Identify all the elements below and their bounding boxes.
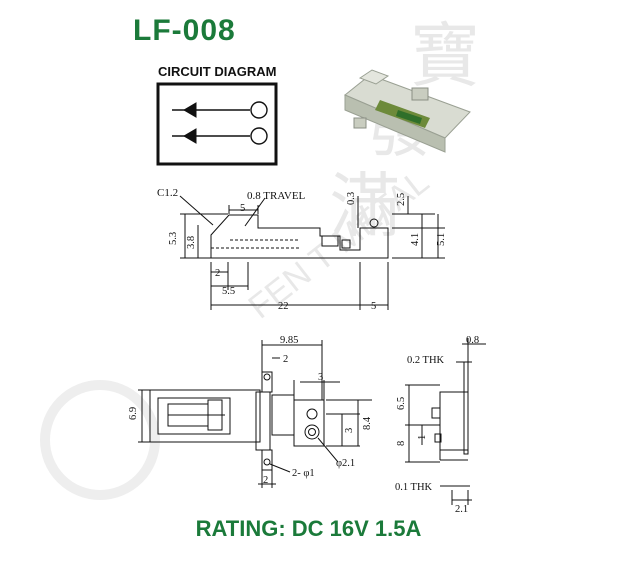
end-dim-2-1: 2.1 <box>455 504 468 515</box>
side-travel-label: 0.8 TRAVEL <box>247 190 306 202</box>
circuit-diagram <box>156 82 278 166</box>
side-dim-4-1: 4.1 <box>410 233 421 246</box>
bottom-dim-2-bottom: 2 <box>263 475 268 486</box>
watermark-char-3: 寶 <box>410 17 480 95</box>
end-thk-0-2: 0.2 THK <box>407 355 445 366</box>
side-dim-3-8: 3.8 <box>186 236 197 249</box>
bottom-dim-3-mid: 3 <box>344 428 355 433</box>
bottom-dim-6-9: 6.9 <box>128 407 139 420</box>
terminal-bottom-icon <box>250 127 268 145</box>
end-dim-0-8: 0.8 <box>466 335 479 346</box>
side-dim-2-5: 2.5 <box>396 193 407 206</box>
bottom-dim-2-top: 2 <box>283 354 288 365</box>
side-view-drawing <box>179 195 445 310</box>
product-3d-image <box>344 69 471 153</box>
watermark-logo-ring <box>40 380 160 500</box>
side-dim-2: 2 <box>215 268 220 279</box>
side-dim-22: 22 <box>278 301 289 312</box>
side-dim-0-3: 0.3 <box>346 192 357 205</box>
product-title: LF-008 <box>133 14 236 47</box>
switch-contact-bottom-icon <box>183 128 197 144</box>
bottom-hole-large-label: φ2.1 <box>336 458 355 469</box>
bottom-dim-8-4: 8.4 <box>362 416 373 430</box>
end-view-drawing <box>405 338 486 505</box>
end-thk-0-1: 0.1 THK <box>395 482 433 493</box>
bottom-view-drawing <box>138 340 372 488</box>
switch-contact-top-icon <box>183 102 197 118</box>
side-dim-5-3: 5.3 <box>168 232 179 245</box>
end-dim-1: 1 <box>417 435 428 440</box>
end-dim-6-5: 6.5 <box>396 397 407 410</box>
bottom-hole-small-label: 2- φ1 <box>292 468 315 479</box>
bottom-dim-3-top: 3 <box>318 372 323 383</box>
terminal-top-icon <box>250 101 268 119</box>
side-dim-5-5: 5.5 <box>222 286 235 297</box>
rating-text: RATING: DC 16V 1.5A <box>195 516 422 541</box>
bottom-dim-9-85: 9.85 <box>280 335 298 346</box>
side-dim-5-top: 5 <box>240 203 245 214</box>
circuit-diagram-label: CIRCUIT DIAGRAM <box>158 64 277 79</box>
side-dim-5-1: 5.1 <box>436 233 447 246</box>
side-dim-5-bottom: 5 <box>371 301 376 312</box>
end-dim-8: 8 <box>396 441 407 446</box>
side-chamfer-label: C1.2 <box>157 187 178 199</box>
